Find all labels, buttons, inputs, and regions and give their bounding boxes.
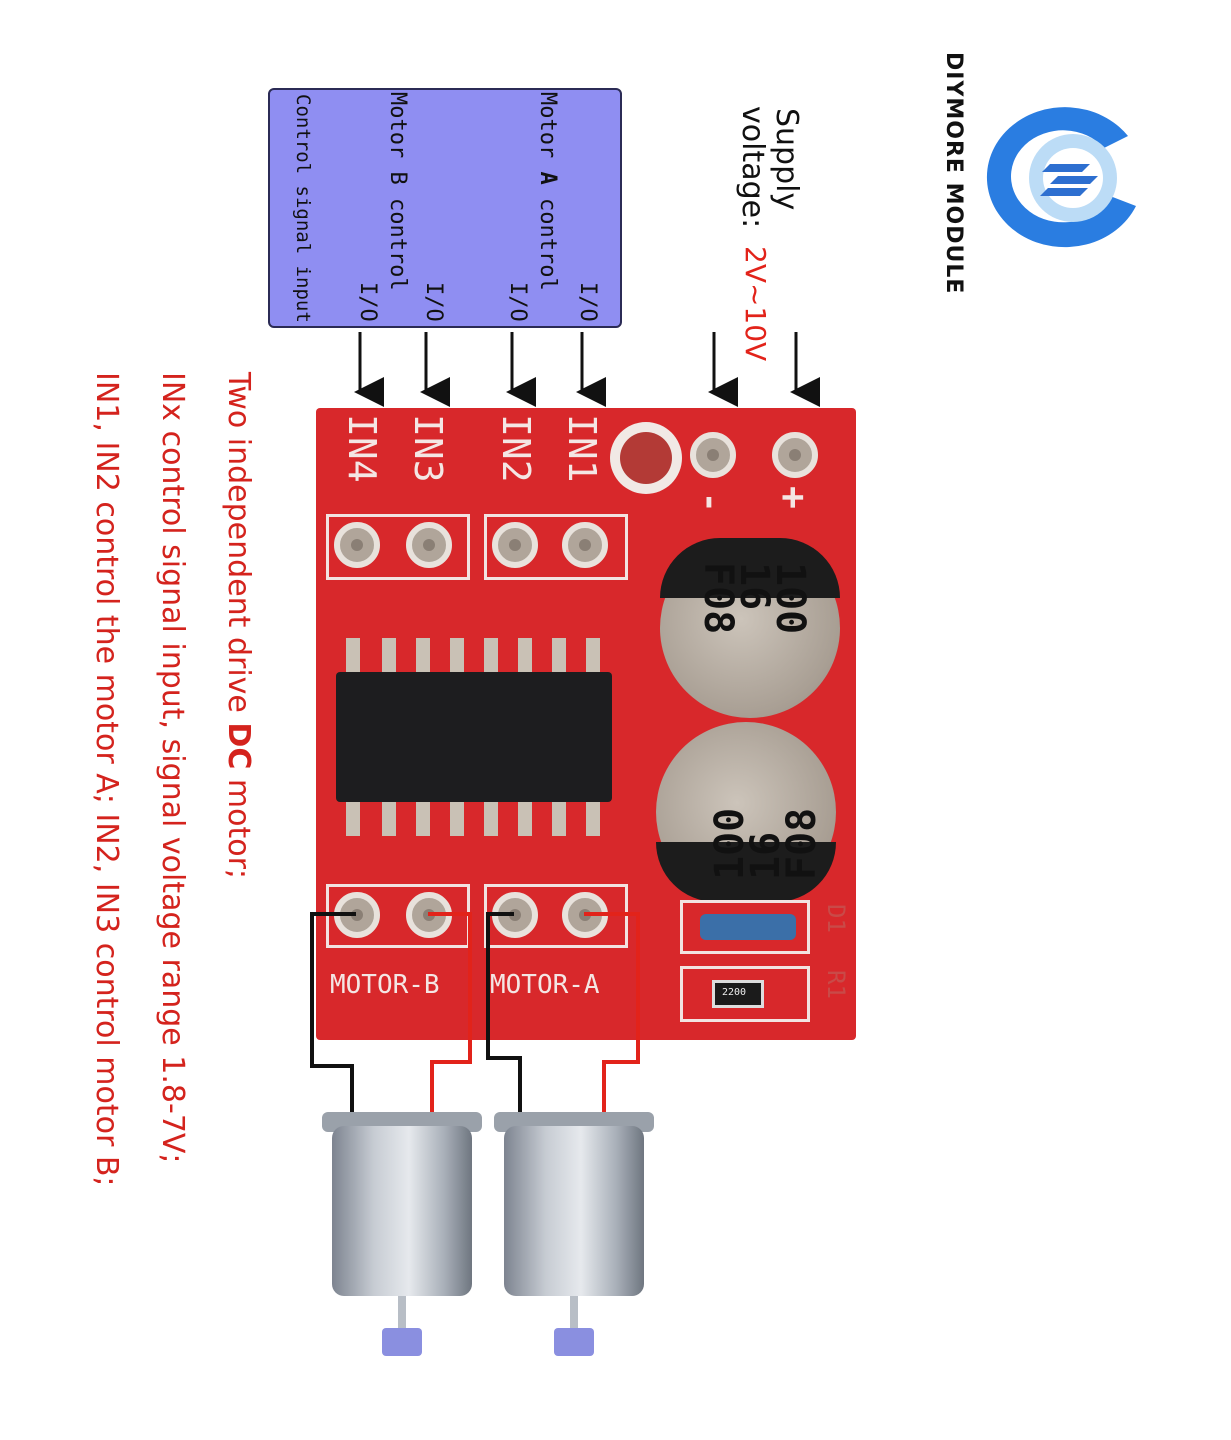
wire-motor-a-black <box>488 914 520 1112</box>
motor-a-gear <box>554 1328 594 1356</box>
note-line1-suffix: motor; <box>221 769 256 879</box>
motor-b-gear <box>382 1328 422 1356</box>
note-line1-prefix: Two independent drive <box>221 372 256 722</box>
motor-a <box>504 1126 644 1296</box>
wire-motor-a-red <box>584 914 638 1112</box>
motor-b <box>332 1126 472 1296</box>
note-line1-bold: DC <box>221 722 256 769</box>
note-line3: IN1, IN2 control the motor A; IN2, IN3 c… <box>89 372 124 1187</box>
wire-motor-b-red <box>428 914 470 1112</box>
note-line1: Two independent drive DC motor; <box>221 372 256 879</box>
note-line2: INx control signal input, signal voltage… <box>155 372 190 1164</box>
wire-motor-b-black <box>312 914 356 1112</box>
